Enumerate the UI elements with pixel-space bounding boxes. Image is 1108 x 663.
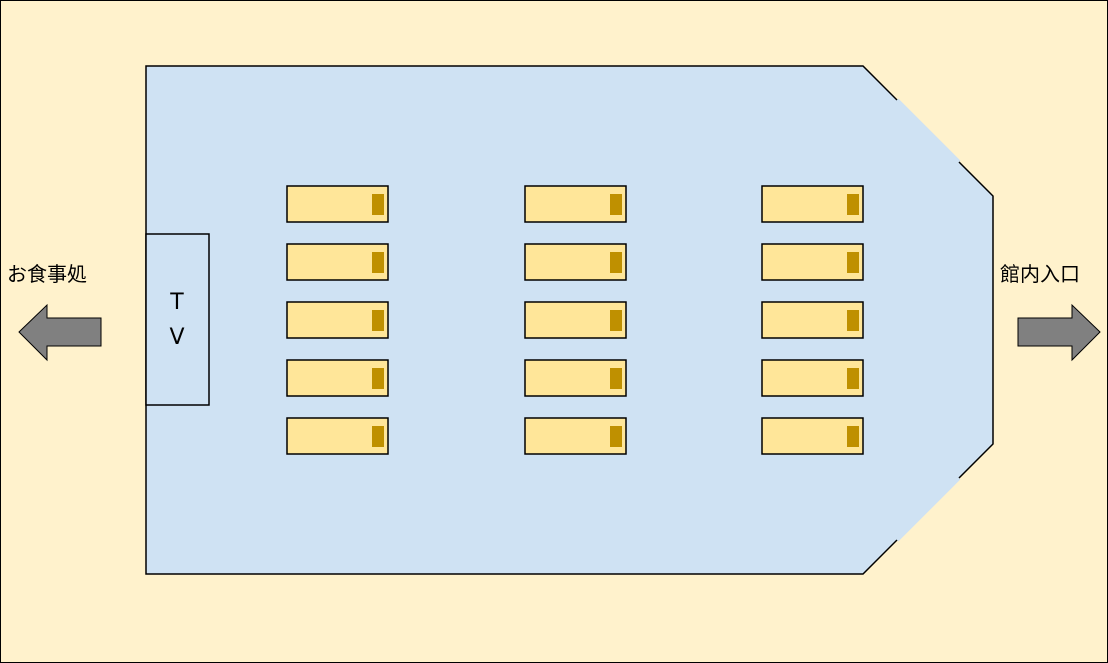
seat-table xyxy=(524,301,627,339)
seat-table xyxy=(524,185,627,223)
seat-marker xyxy=(847,368,859,389)
seat xyxy=(761,417,864,455)
door-lower-right xyxy=(895,476,961,542)
arrow-right-icon xyxy=(1017,303,1101,362)
seat-marker xyxy=(372,194,384,215)
seat-marker xyxy=(372,252,384,273)
tv-label-v: V xyxy=(169,325,185,350)
seat-table xyxy=(761,185,864,223)
seat-table xyxy=(286,243,389,281)
seat-marker xyxy=(372,426,384,447)
seat-marker xyxy=(847,194,859,215)
seat-table xyxy=(524,359,627,397)
seat-marker xyxy=(610,368,622,389)
hall-entrance-label: 館内入口 xyxy=(1000,262,1080,286)
seat-table xyxy=(761,417,864,455)
seat xyxy=(524,417,627,455)
seat-table xyxy=(761,301,864,339)
seat xyxy=(524,185,627,223)
dining-exit-label: お食事処 xyxy=(7,262,87,286)
seat xyxy=(286,301,389,339)
seat xyxy=(761,185,864,223)
seat xyxy=(286,185,389,223)
seat xyxy=(761,301,864,339)
seat xyxy=(524,243,627,281)
seat-table xyxy=(761,359,864,397)
seat-marker xyxy=(372,368,384,389)
tv-label-t: T xyxy=(170,290,184,315)
seat-marker xyxy=(372,310,384,331)
seat xyxy=(286,359,389,397)
seat xyxy=(761,359,864,397)
seat-table xyxy=(286,185,389,223)
seat-table xyxy=(524,243,627,281)
seat-marker xyxy=(610,310,622,331)
seat xyxy=(286,417,389,455)
seat-marker xyxy=(610,194,622,215)
seat-table xyxy=(524,417,627,455)
seat-marker xyxy=(847,310,859,331)
seat-table xyxy=(286,301,389,339)
seat-table xyxy=(286,359,389,397)
arrow-left-icon xyxy=(18,303,102,362)
seat-table xyxy=(286,417,389,455)
seat-marker xyxy=(610,252,622,273)
seat xyxy=(524,359,627,397)
seat-marker xyxy=(610,426,622,447)
seat xyxy=(286,243,389,281)
seat xyxy=(761,243,864,281)
seat-marker xyxy=(847,426,859,447)
seat-marker xyxy=(847,252,859,273)
seat-grid xyxy=(286,185,864,455)
seat-table xyxy=(761,243,864,281)
seat xyxy=(524,301,627,339)
tv-stand xyxy=(145,233,210,406)
door-upper-right xyxy=(895,98,961,164)
